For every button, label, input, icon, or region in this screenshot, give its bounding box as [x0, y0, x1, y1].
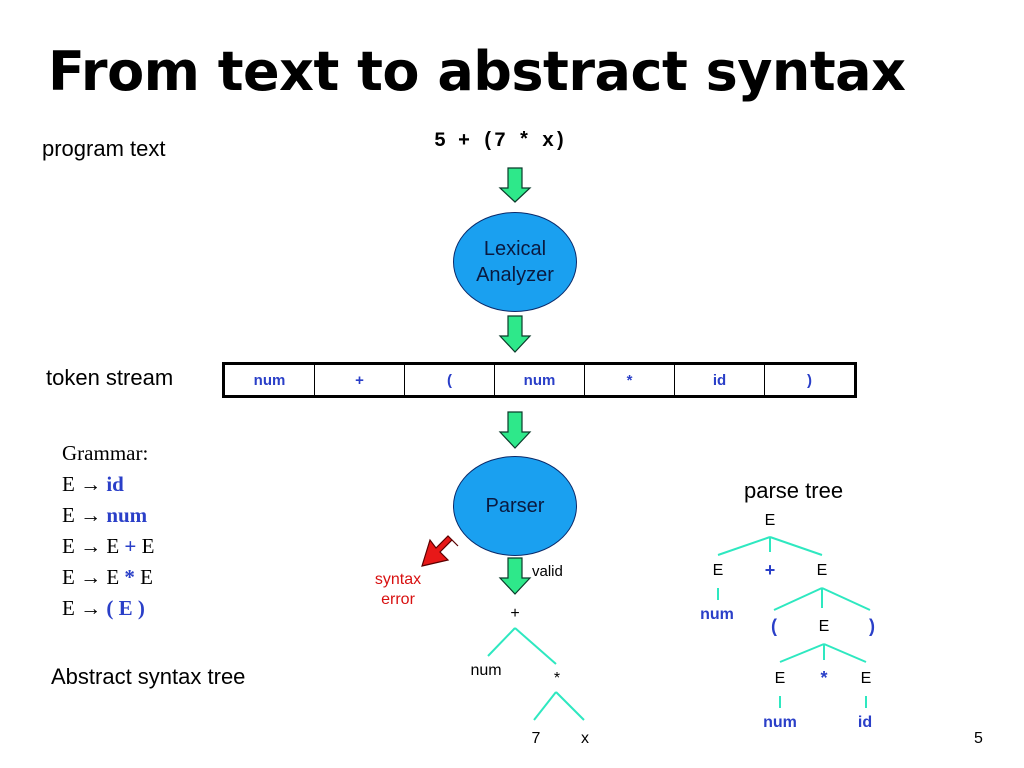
ast-node-num: num	[470, 662, 502, 679]
arrow-to-tokens-icon	[498, 315, 532, 353]
token-cell: id	[674, 363, 765, 397]
pt-l3-op: *	[820, 668, 828, 688]
token-cell: )	[764, 363, 856, 397]
grammar-rule: E → num	[62, 500, 154, 531]
token-cell: num	[494, 363, 585, 397]
syntax-error-line2: error	[381, 591, 415, 608]
rule-rhs-part: num	[106, 503, 148, 527]
rule-rhs-part: *	[124, 565, 135, 589]
ast-leaf-7: 7	[531, 730, 541, 747]
rule-rhs-part: id	[106, 472, 124, 496]
program-text-label: program text	[42, 136, 166, 161]
ast-label: Abstract syntax tree	[51, 664, 246, 689]
pt-l1-right: E	[816, 562, 828, 579]
pt-l3-right: E	[860, 670, 872, 687]
rule-lhs: E	[62, 503, 81, 527]
token-stream-label: token stream	[46, 365, 174, 390]
pt-l2-mid: E	[818, 618, 830, 635]
lexer-label-line1: Lexical	[483, 238, 547, 260]
rule-rhs-part: E	[136, 534, 155, 558]
pt-root: E	[764, 512, 776, 529]
arrow-to-parser-icon	[498, 411, 532, 449]
token-cell: num	[223, 363, 315, 397]
syntax-error-label: syntax error	[375, 570, 444, 610]
rule-rhs-part: +	[124, 534, 137, 558]
grammar-rule: E → E * E	[62, 562, 154, 593]
syntax-error-line1: syntax	[374, 571, 422, 588]
token-cell: (	[404, 363, 495, 397]
lexical-analyzer-node: Lexical Analyzer	[453, 212, 577, 312]
ast-edges	[487, 627, 585, 721]
pt-l1-leaf: num	[700, 606, 734, 623]
arrow-to-lexer-icon	[498, 167, 532, 203]
pt-leaf-id: id	[857, 714, 873, 731]
rule-lhs: E	[62, 534, 81, 558]
ast-node-mul: *	[553, 670, 561, 687]
token-cell: +	[314, 363, 405, 397]
rule-lhs: E	[62, 596, 81, 620]
rule-rhs-part: E	[134, 565, 153, 589]
pt-l2-lparen: (	[771, 616, 777, 636]
rule-rhs-part: E	[106, 534, 125, 558]
rule-arrow-icon: →	[80, 472, 107, 496]
page-title: From text to abstract syntax	[48, 40, 906, 103]
pt-l1-left: E	[712, 562, 724, 579]
rule-arrow-icon: →	[80, 596, 107, 620]
grammar-rule: E → ( E )	[62, 593, 154, 624]
pt-l2-rparen: )	[869, 616, 875, 636]
program-code: 5 + (7 * x)	[434, 130, 567, 153]
token-cell: *	[584, 363, 675, 397]
parse-tree-label: parse tree	[744, 478, 844, 503]
rule-arrow-icon: →	[80, 503, 107, 527]
page-number: 5	[974, 730, 983, 747]
grammar-rule: E → id	[62, 469, 154, 500]
parser-node: Parser	[453, 456, 577, 556]
grammar-rule: E → E + E	[62, 531, 154, 562]
grammar-heading: Grammar:	[62, 441, 149, 465]
lexer-label-line2: Analyzer	[476, 264, 554, 286]
arrow-valid-icon	[498, 557, 532, 595]
token-stream-table: num + ( num * id )	[222, 362, 857, 398]
rule-rhs-part: E	[106, 565, 125, 589]
ast-leaf-x: x	[581, 730, 589, 747]
rule-lhs: E	[62, 565, 81, 589]
pt-leaf-num: num	[763, 714, 797, 731]
parse-tree-edges	[717, 536, 871, 708]
pt-l1-op: +	[764, 560, 776, 580]
pt-l3-left: E	[774, 670, 786, 687]
rule-arrow-icon: →	[80, 565, 107, 589]
valid-label: valid	[532, 563, 563, 580]
rule-lhs: E	[62, 472, 81, 496]
ast-root: +	[510, 605, 520, 622]
parser-label: Parser	[485, 495, 545, 517]
rule-arrow-icon: →	[80, 534, 107, 558]
rule-rhs-part: ( E )	[106, 596, 145, 620]
error-arrow-icon	[421, 535, 459, 567]
